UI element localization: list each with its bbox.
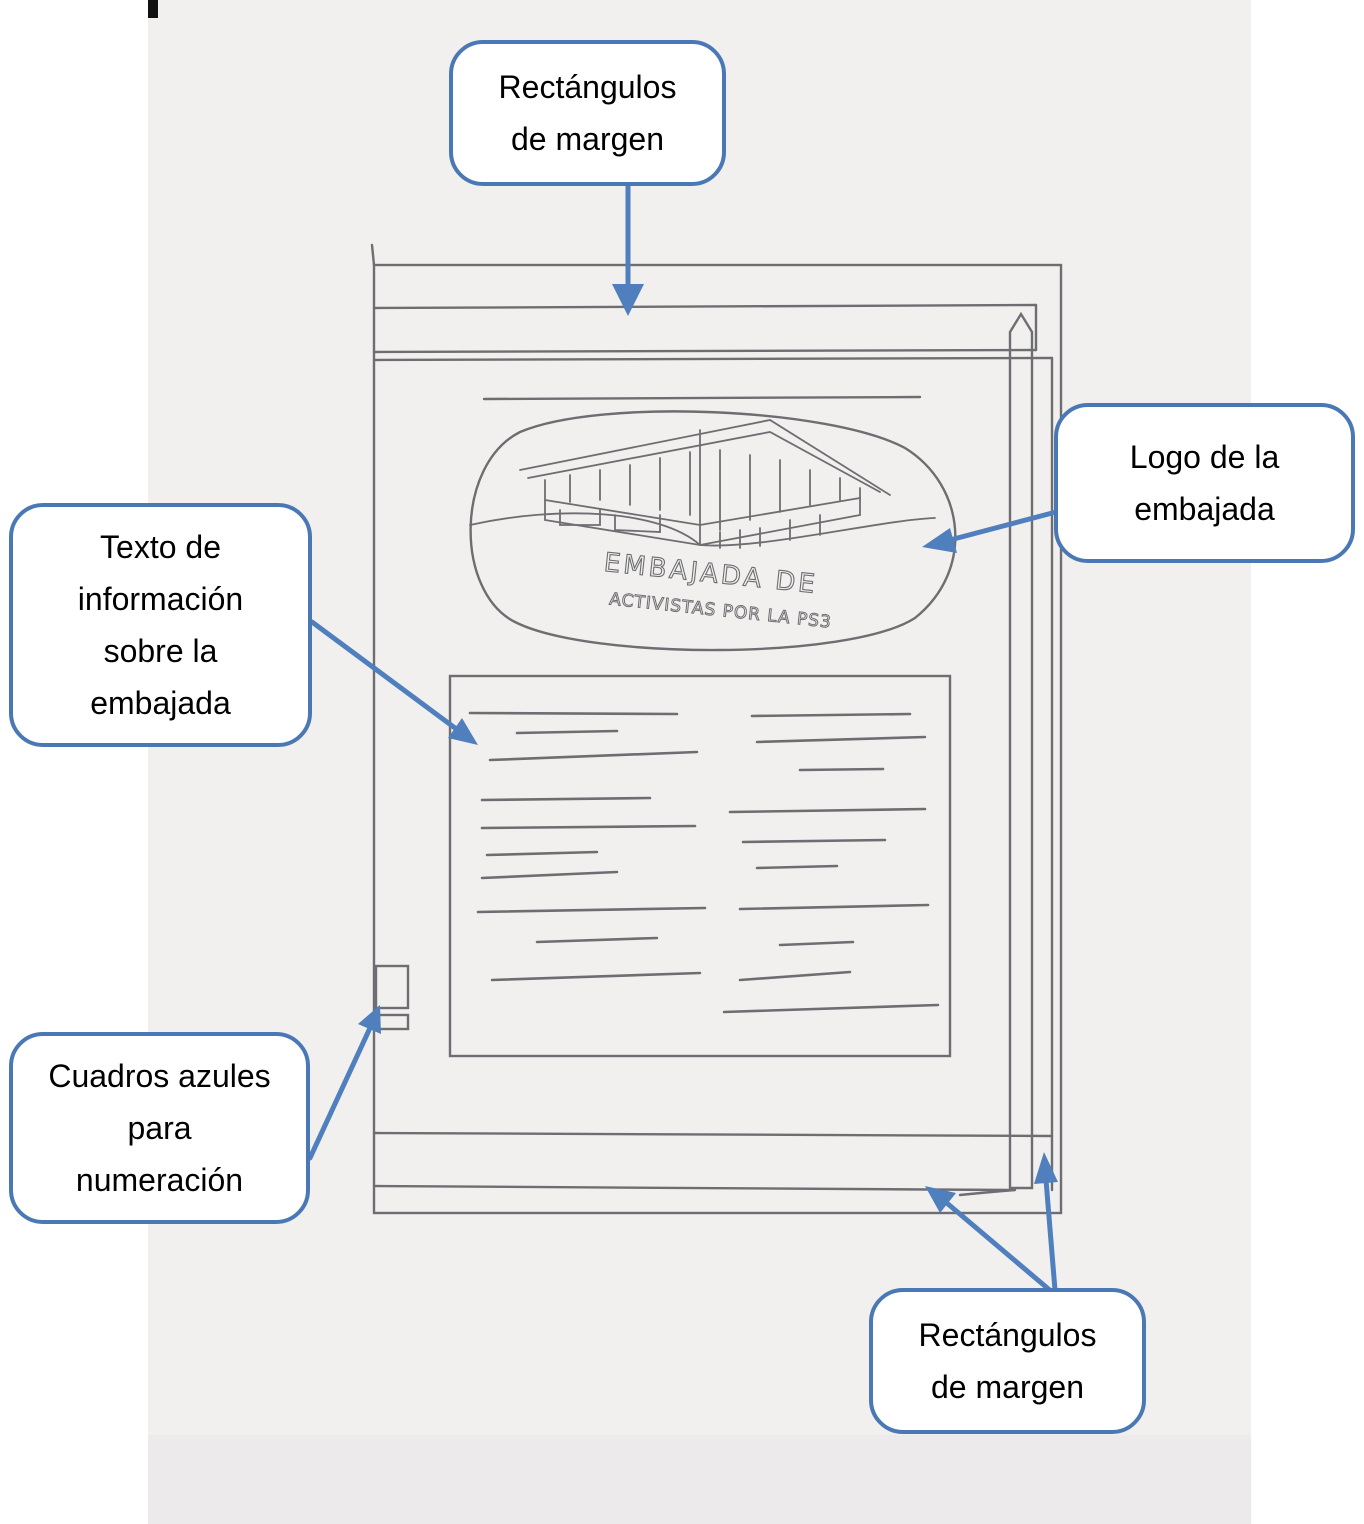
callout-numbering-text: Cuadros azules para numeración — [48, 1058, 271, 1198]
info-text-box — [448, 674, 952, 1058]
arrow-top-margin — [612, 183, 644, 316]
callout-info-text-text: Texto de información sobre la embajada — [77, 529, 244, 721]
arrow-bottom-margin-right — [1034, 1152, 1058, 1293]
callout-top-margin-text: Rectángulos de margen — [498, 69, 677, 157]
page-frame — [372, 263, 1063, 1215]
callout-numbering: Cuadros azules para numeración — [9, 1032, 310, 1224]
logo-ellipse — [469, 410, 957, 652]
paper-sheet — [148, 0, 1251, 1524]
top-margin-rectangle-bottom — [372, 348, 1038, 354]
arrow-numbering — [307, 1005, 381, 1161]
numbering-box-1 — [374, 964, 410, 1010]
callout-top-margin: Rectángulos de margen — [449, 40, 726, 186]
building-sketch — [469, 419, 936, 549]
arrow-logo — [922, 509, 1059, 553]
arrow-info-text — [309, 619, 478, 745]
right-margin-rectangle — [1008, 311, 1034, 1190]
page-wireframe-sketch — [370, 243, 1063, 1215]
callout-bottom-margin: Rectángulos de margen — [869, 1288, 1146, 1434]
bottom-margin-rectangle-curve — [958, 1188, 1017, 1197]
callout-bottom-margin-text: Rectángulos de margen — [918, 1317, 1097, 1405]
callout-logo-text: Logo de la embajada — [1129, 439, 1280, 527]
top-margin-rectangle — [372, 303, 1038, 310]
frame-left-overshoot — [370, 243, 376, 267]
callout-arrows — [307, 183, 1059, 1295]
callout-logo: Logo de la embajada — [1054, 403, 1355, 563]
paper-bottom-strip — [148, 1435, 1251, 1524]
bottom-margin-rectangle — [372, 1131, 1054, 1138]
scan-corner-mark — [148, 0, 158, 18]
info-text-lines-left — [468, 711, 707, 982]
bottom-margin-rectangle-mid — [372, 1184, 1012, 1192]
arrow-bottom-margin-left — [925, 1186, 1055, 1295]
top-margin-rectangle-lower — [372, 356, 1054, 362]
info-text-lines-right — [722, 712, 940, 1014]
header-line — [482, 395, 922, 401]
callout-info-text: Texto de información sobre la embajada — [9, 503, 312, 747]
